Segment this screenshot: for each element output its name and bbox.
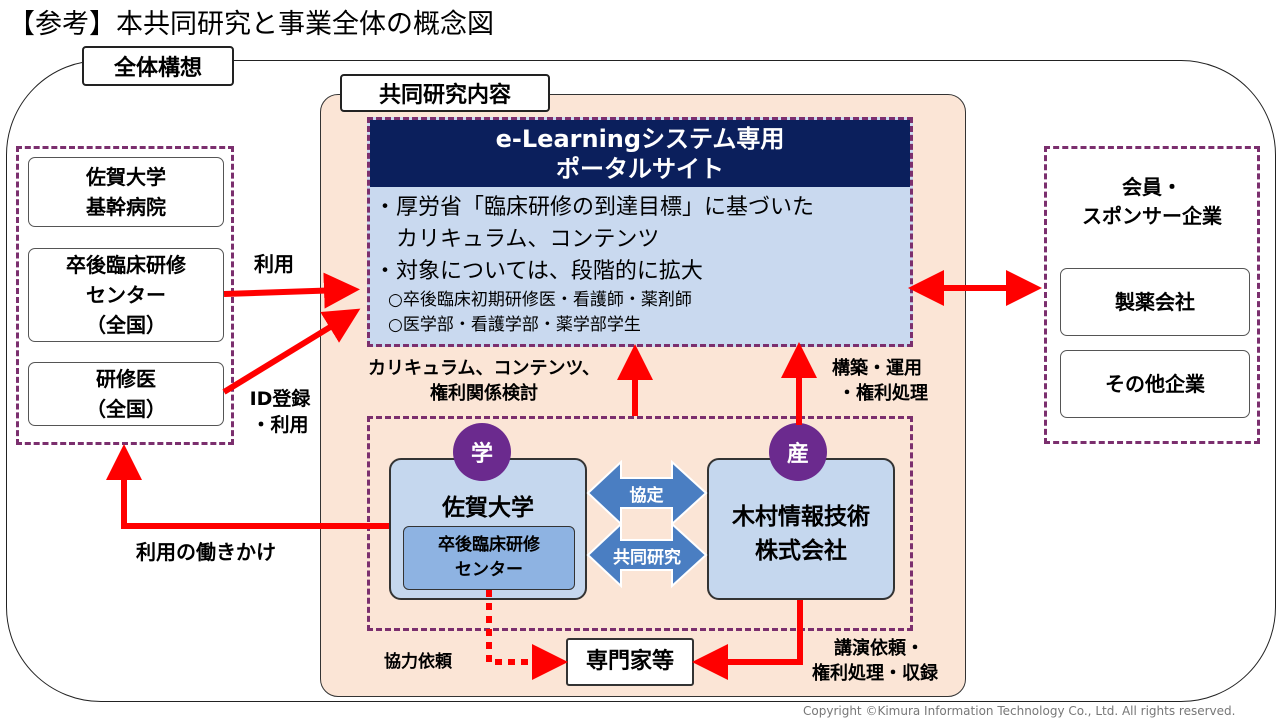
use-arrow xyxy=(223,272,360,309)
portal-bullet: カリキュラム、コンテンツ xyxy=(374,227,660,252)
build-operate-label: 構築・運用 ・権利処理 xyxy=(832,356,928,406)
portal-sub-item: ○卒後臨床初期研修医・看護師・薬剤師 xyxy=(388,290,692,310)
id-registration-label: ID登録 ・利用 xyxy=(234,386,326,438)
label-line: 権利関係検討 xyxy=(430,383,538,404)
center-line: センター xyxy=(455,560,523,580)
kimura-box: 木村情報技術 株式会社 xyxy=(707,458,895,600)
label-line: ID登録 xyxy=(249,388,311,410)
pharma-company-box: 製薬会社 xyxy=(1060,268,1250,336)
use-label: 利用 xyxy=(254,252,294,276)
portal-bullet: ・対象については、段階的に拡大 xyxy=(374,259,703,284)
label-line: 講演依頼・ xyxy=(834,638,924,659)
portal-bullet: ・厚労省「臨床研修の到達目標」に基づいた xyxy=(374,195,815,220)
overall-concept-label: 全体構想 xyxy=(82,46,234,86)
box-line: センター xyxy=(86,283,166,307)
label-line: 構築・運用 xyxy=(832,358,922,379)
agreement-double-arrow xyxy=(586,459,708,527)
other-company-box: その他企業 xyxy=(1060,350,1250,418)
box-line: 基幹病院 xyxy=(86,195,166,219)
promotion-label: 利用の働きかけ xyxy=(136,540,276,564)
box-line: （全国） xyxy=(86,397,166,421)
label-line: ・権利処理 xyxy=(838,383,928,404)
curriculum-label: カリキュラム、コンテンツ、 権利関係検討 xyxy=(346,356,622,406)
cooperation-request-arrow xyxy=(486,590,568,680)
portal-content: ・厚労省「臨床研修の到達目標」に基づいた カリキュラム、コンテンツ ・対象につい… xyxy=(374,192,910,338)
page-title: 【参考】本共同研究と事業全体の概念図 xyxy=(8,9,494,40)
kimura-name-line: 株式会社 xyxy=(755,538,847,564)
agreement-label: 協定 xyxy=(629,485,664,506)
kimura-name-line: 木村情報技術 xyxy=(732,504,870,530)
experts-box: 専門家等 xyxy=(566,638,694,686)
saga-hospital-box: 佐賀大学 基幹病院 xyxy=(28,157,224,227)
heading-line: スポンサー企業 xyxy=(1082,204,1222,228)
label-line: ・利用 xyxy=(251,414,309,436)
center-line: 卒後臨床研修 xyxy=(438,535,540,555)
promotion-arrow xyxy=(106,444,389,529)
lecture-request-label: 講演依頼・ 権利処理・収録 xyxy=(812,636,938,686)
joint-research-arrow-label: 共同研究 xyxy=(613,547,681,568)
portal-title-line: e-Learningシステム専用 xyxy=(495,124,785,153)
portal-sub-item: ○医学部・看護学部・薬学部学生 xyxy=(388,315,641,335)
box-line: 卒後臨床研修 xyxy=(66,253,186,277)
id-registration-arrow xyxy=(222,308,361,395)
portal-header: e-Learningシステム専用 ポータルサイト xyxy=(370,120,910,187)
label-line: カリキュラム、コンテンツ、 xyxy=(367,358,601,379)
lecture-request-arrow xyxy=(692,600,803,680)
cooperation-request-label: 協力依頼 xyxy=(384,652,452,672)
box-line: （全国） xyxy=(86,313,166,337)
sponsor-heading: 会員・ スポンサー企業 xyxy=(1044,172,1260,232)
joint-research-label: 共同研究内容 xyxy=(340,74,550,112)
residents-box: 研修医 （全国） xyxy=(28,362,224,426)
industry-badge: 産 xyxy=(769,423,827,481)
portal-title-line: ポータルサイト xyxy=(556,154,724,183)
joint-research-double-arrow xyxy=(586,521,708,589)
academia-badge: 学 xyxy=(453,423,511,481)
overall-frame xyxy=(6,60,1276,702)
saga-university-name: 佐賀大学 xyxy=(442,495,534,521)
label-line: 権利処理・収録 xyxy=(812,663,938,684)
box-line: 研修医 xyxy=(96,367,156,391)
box-line: 佐賀大学 xyxy=(86,165,166,189)
heading-line: 会員・ xyxy=(1122,175,1182,199)
training-center-box: 卒後臨床研修 センター （全国） xyxy=(28,248,224,342)
saga-training-center-box: 卒後臨床研修 センター xyxy=(403,526,575,590)
copyright-notice: Copyright ©Kimura Information Technology… xyxy=(803,704,1236,718)
sponsor-group xyxy=(1044,146,1260,444)
